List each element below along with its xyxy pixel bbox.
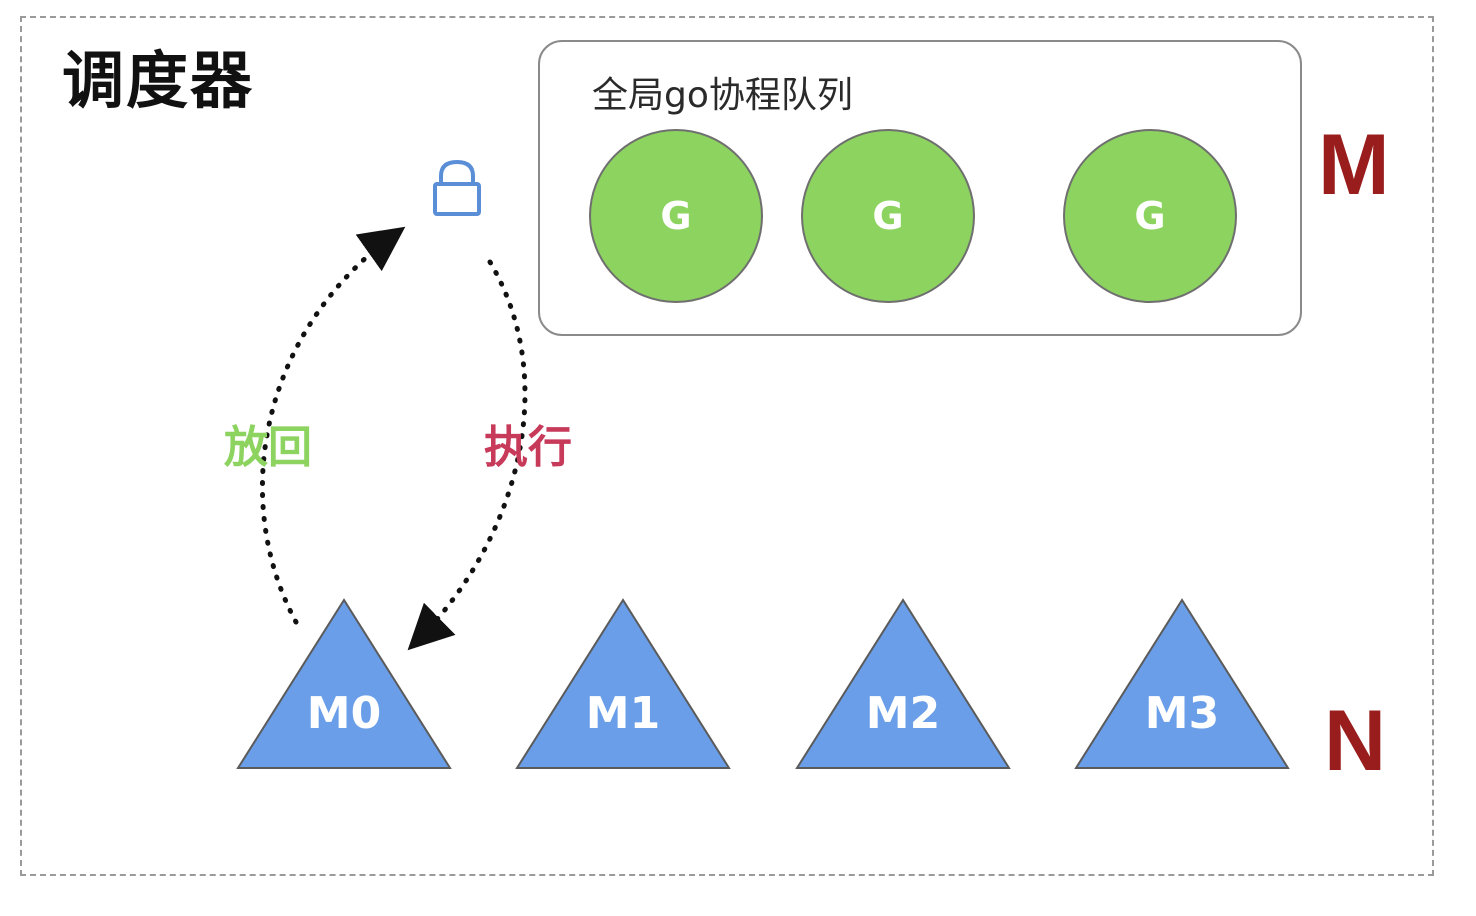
execute-arrow: [407, 259, 528, 651]
put-back-label: 放回: [224, 422, 312, 473]
thread-label: M2: [865, 688, 941, 739]
n-count-label: N: [1324, 693, 1387, 789]
m-count-label: M: [1318, 117, 1390, 213]
put-back-arrow: [260, 226, 406, 625]
thread-label: M0: [306, 688, 382, 739]
goroutine-circle: G: [589, 129, 763, 303]
execute-label: 执行: [484, 422, 572, 473]
lock-icon: [433, 159, 481, 216]
global-queue-label: 全局go协程队列: [592, 75, 853, 116]
thread-triangle: [795, 598, 1011, 769]
thread-label: M3: [1144, 688, 1220, 739]
goroutine-circle: G: [801, 129, 975, 303]
thread-triangle: [1074, 598, 1290, 769]
global-queue-box: [538, 40, 1302, 336]
goroutine-circle: G: [1063, 129, 1237, 303]
thread-label: M1: [585, 688, 661, 739]
thread-triangle: [515, 598, 731, 769]
thread-triangle: [236, 598, 452, 769]
diagram-frame: [20, 16, 1434, 876]
diagram-title: 调度器: [62, 44, 255, 117]
